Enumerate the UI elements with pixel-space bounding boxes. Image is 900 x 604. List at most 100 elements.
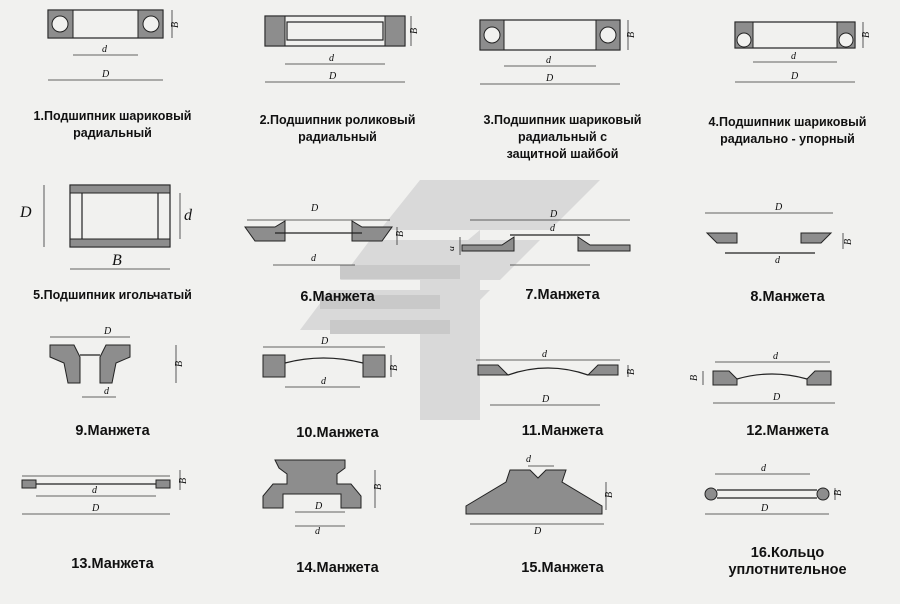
dimension-label: B xyxy=(843,239,854,245)
part-title: Манжета xyxy=(91,556,154,572)
dimension-label: D xyxy=(101,69,110,80)
part-caption: 5.Подшипник игольчатый xyxy=(0,287,225,304)
dimension-label: d xyxy=(102,44,108,55)
part-title: Подшипник роликовый xyxy=(270,113,416,127)
dimension-label: B xyxy=(626,369,637,375)
part-number: 2. xyxy=(259,113,271,127)
part-caption: 9.Манжета xyxy=(0,423,225,440)
dimension-label: D xyxy=(310,203,319,214)
part-title-line: радиально - упорный xyxy=(720,132,855,146)
part-drawing: dD B xyxy=(264,15,420,83)
dimension-label: B xyxy=(174,361,185,367)
dimension-label: d xyxy=(775,255,781,266)
part-caption: 14.Манжета xyxy=(225,560,450,577)
part-title: Манжета xyxy=(316,425,379,441)
dimension-label: D xyxy=(545,73,554,84)
part-drawing: Dd B xyxy=(244,203,406,266)
part-title: Подшипник игольчатый xyxy=(43,288,192,302)
part-caption: 7.Манжета xyxy=(450,287,675,304)
dimension-label: d xyxy=(791,51,797,62)
dimension-label: d xyxy=(104,386,110,397)
part-caption: 12.Манжета xyxy=(675,423,900,440)
dimension-label: B xyxy=(409,28,420,34)
part-caption: 2.Подшипник роликовый радиальный xyxy=(225,112,450,146)
dimension-label: D xyxy=(103,326,112,337)
part-number: 13. xyxy=(71,556,92,572)
part-title-line: радиальный xyxy=(298,130,377,144)
dimension-label: d xyxy=(92,485,98,496)
part-drawing: Dd B xyxy=(49,326,185,398)
part-cell: dDd7.Манжета xyxy=(450,165,675,325)
part-title-line: радиальный xyxy=(73,126,152,140)
part-drawing: dDB xyxy=(734,21,872,83)
part-drawing: dD B xyxy=(479,19,637,85)
part-caption: 15.Манжета xyxy=(450,560,675,577)
part-number: 16. xyxy=(750,545,771,561)
part-caption: 11.Манжета xyxy=(450,423,675,440)
part-title: Кольцо xyxy=(770,545,825,561)
part-title: Подшипник шариковый xyxy=(43,109,192,123)
part-number: 7. xyxy=(525,287,538,303)
part-caption: 8.Манжета xyxy=(675,289,900,306)
dimension-label: D xyxy=(790,71,799,82)
dimension-label: d xyxy=(321,376,327,387)
part-drawing: dDB xyxy=(21,470,189,515)
dimension-label: d xyxy=(450,245,457,251)
part-caption: 10.Манжета xyxy=(225,425,450,442)
part-number: 4. xyxy=(708,115,719,129)
dimension-label: B xyxy=(689,375,700,381)
part-title-line: уплотнительное xyxy=(728,562,847,578)
part-number: 11. xyxy=(521,423,542,439)
dimension-label: B xyxy=(170,22,181,28)
part-title: Манжета xyxy=(541,560,604,576)
dimension-label: d xyxy=(311,253,317,264)
part-drawing: Dd B xyxy=(705,202,854,266)
dimension-label: d xyxy=(315,526,321,537)
part-title: Манжета xyxy=(87,423,150,439)
dimension-label: D xyxy=(541,394,550,405)
dimension-label: D xyxy=(320,336,329,347)
dimension-label: d xyxy=(550,223,556,234)
part-drawing: dD B xyxy=(47,9,181,81)
dimension-label: B xyxy=(395,231,406,237)
dimension-label: D xyxy=(328,71,337,82)
part-number: 15. xyxy=(521,560,542,576)
part-title: Манжета xyxy=(762,289,825,305)
dimension-label: d xyxy=(329,53,335,64)
part-drawing: DdB xyxy=(262,459,384,537)
part-caption: 6.Манжета xyxy=(225,289,450,306)
part-caption: 13.Манжета xyxy=(0,556,225,573)
part-cell: d D B 11.Манжета xyxy=(450,305,675,465)
part-title: Манжета xyxy=(316,560,379,576)
part-drawing: dDB xyxy=(476,349,637,406)
dimension-label: D xyxy=(772,392,781,403)
dimension-label: B xyxy=(626,32,637,38)
dimension-label: d xyxy=(761,463,767,474)
dimension-label: d xyxy=(526,454,532,465)
part-number: 9. xyxy=(75,423,88,439)
dimension-label: B xyxy=(373,484,384,490)
dimension-label: d xyxy=(546,55,552,66)
dimension-label: d xyxy=(184,207,193,224)
dimension-label: D xyxy=(774,202,783,213)
dimension-label: D xyxy=(533,526,542,537)
part-title: Манжета xyxy=(537,287,600,303)
part-title: Манжета xyxy=(541,423,604,439)
part-drawing: dDB xyxy=(689,351,835,404)
